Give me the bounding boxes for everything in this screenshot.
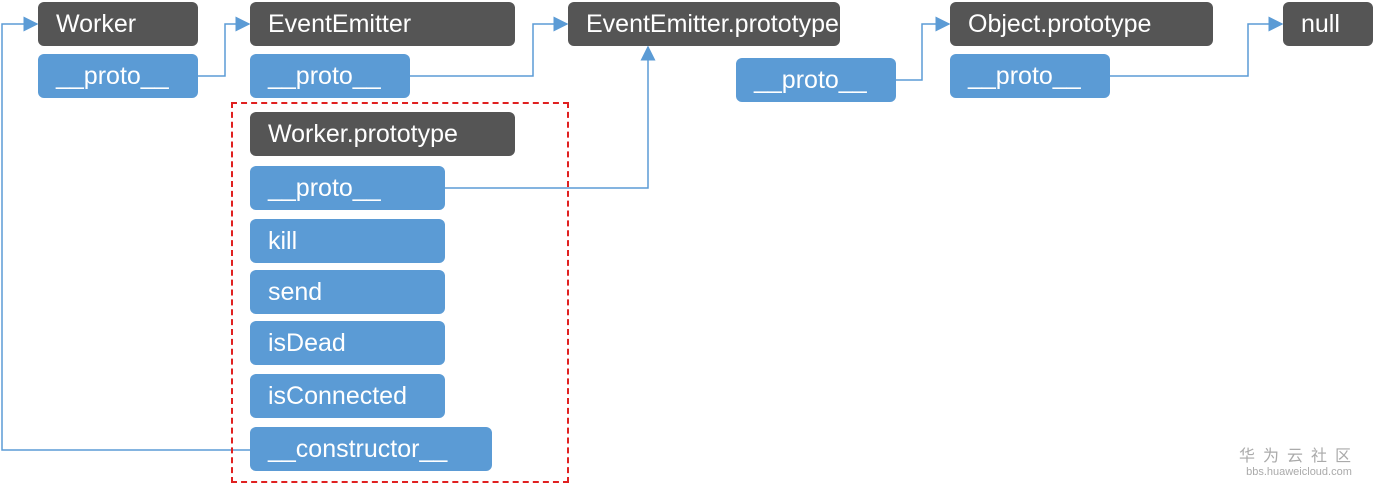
node-event-emitter-prototype-proto: __proto__: [736, 58, 896, 102]
node-null: null: [1283, 2, 1373, 46]
member-kill: kill: [250, 219, 445, 263]
arrow-ee-prototype-proto-to-object-prototype: [896, 16, 951, 81]
node-object-prototype-proto: __proto__: [950, 54, 1110, 98]
node-event-emitter-proto: __proto__: [250, 54, 410, 98]
watermark-logo-text: 华为云社区: [1238, 448, 1359, 465]
arrow-object-prototype-proto-to-null: [1110, 16, 1284, 77]
node-worker-proto: __proto__: [38, 54, 198, 98]
member-constructor: __constructor__: [250, 427, 492, 471]
node-object-prototype: Object.prototype: [950, 2, 1213, 46]
node-event-emitter-prototype: EventEmitter.prototype: [568, 2, 840, 46]
arrow-worker-prototype-proto-to-ee-prototype: [445, 45, 656, 189]
member-send: send: [250, 270, 445, 314]
member-is-connected: isConnected: [250, 374, 445, 418]
node-worker: Worker: [38, 2, 198, 46]
member-proto: __proto__: [250, 166, 445, 210]
arrow-worker-proto-to-eventemitter: [198, 16, 251, 77]
arrow-constructor-to-worker: [1, 16, 250, 451]
watermark-url: bbs.huaweicloud.com: [1246, 466, 1352, 478]
node-event-emitter: EventEmitter: [250, 2, 515, 46]
worker-prototype-group: [231, 102, 569, 483]
arrow-eventemitter-proto-to-prototype: [410, 16, 569, 77]
node-worker-prototype: Worker.prototype: [250, 112, 515, 156]
watermark: 华为云社区 bbs.huaweicloud.com: [1239, 442, 1359, 478]
member-is-dead: isDead: [250, 321, 445, 365]
